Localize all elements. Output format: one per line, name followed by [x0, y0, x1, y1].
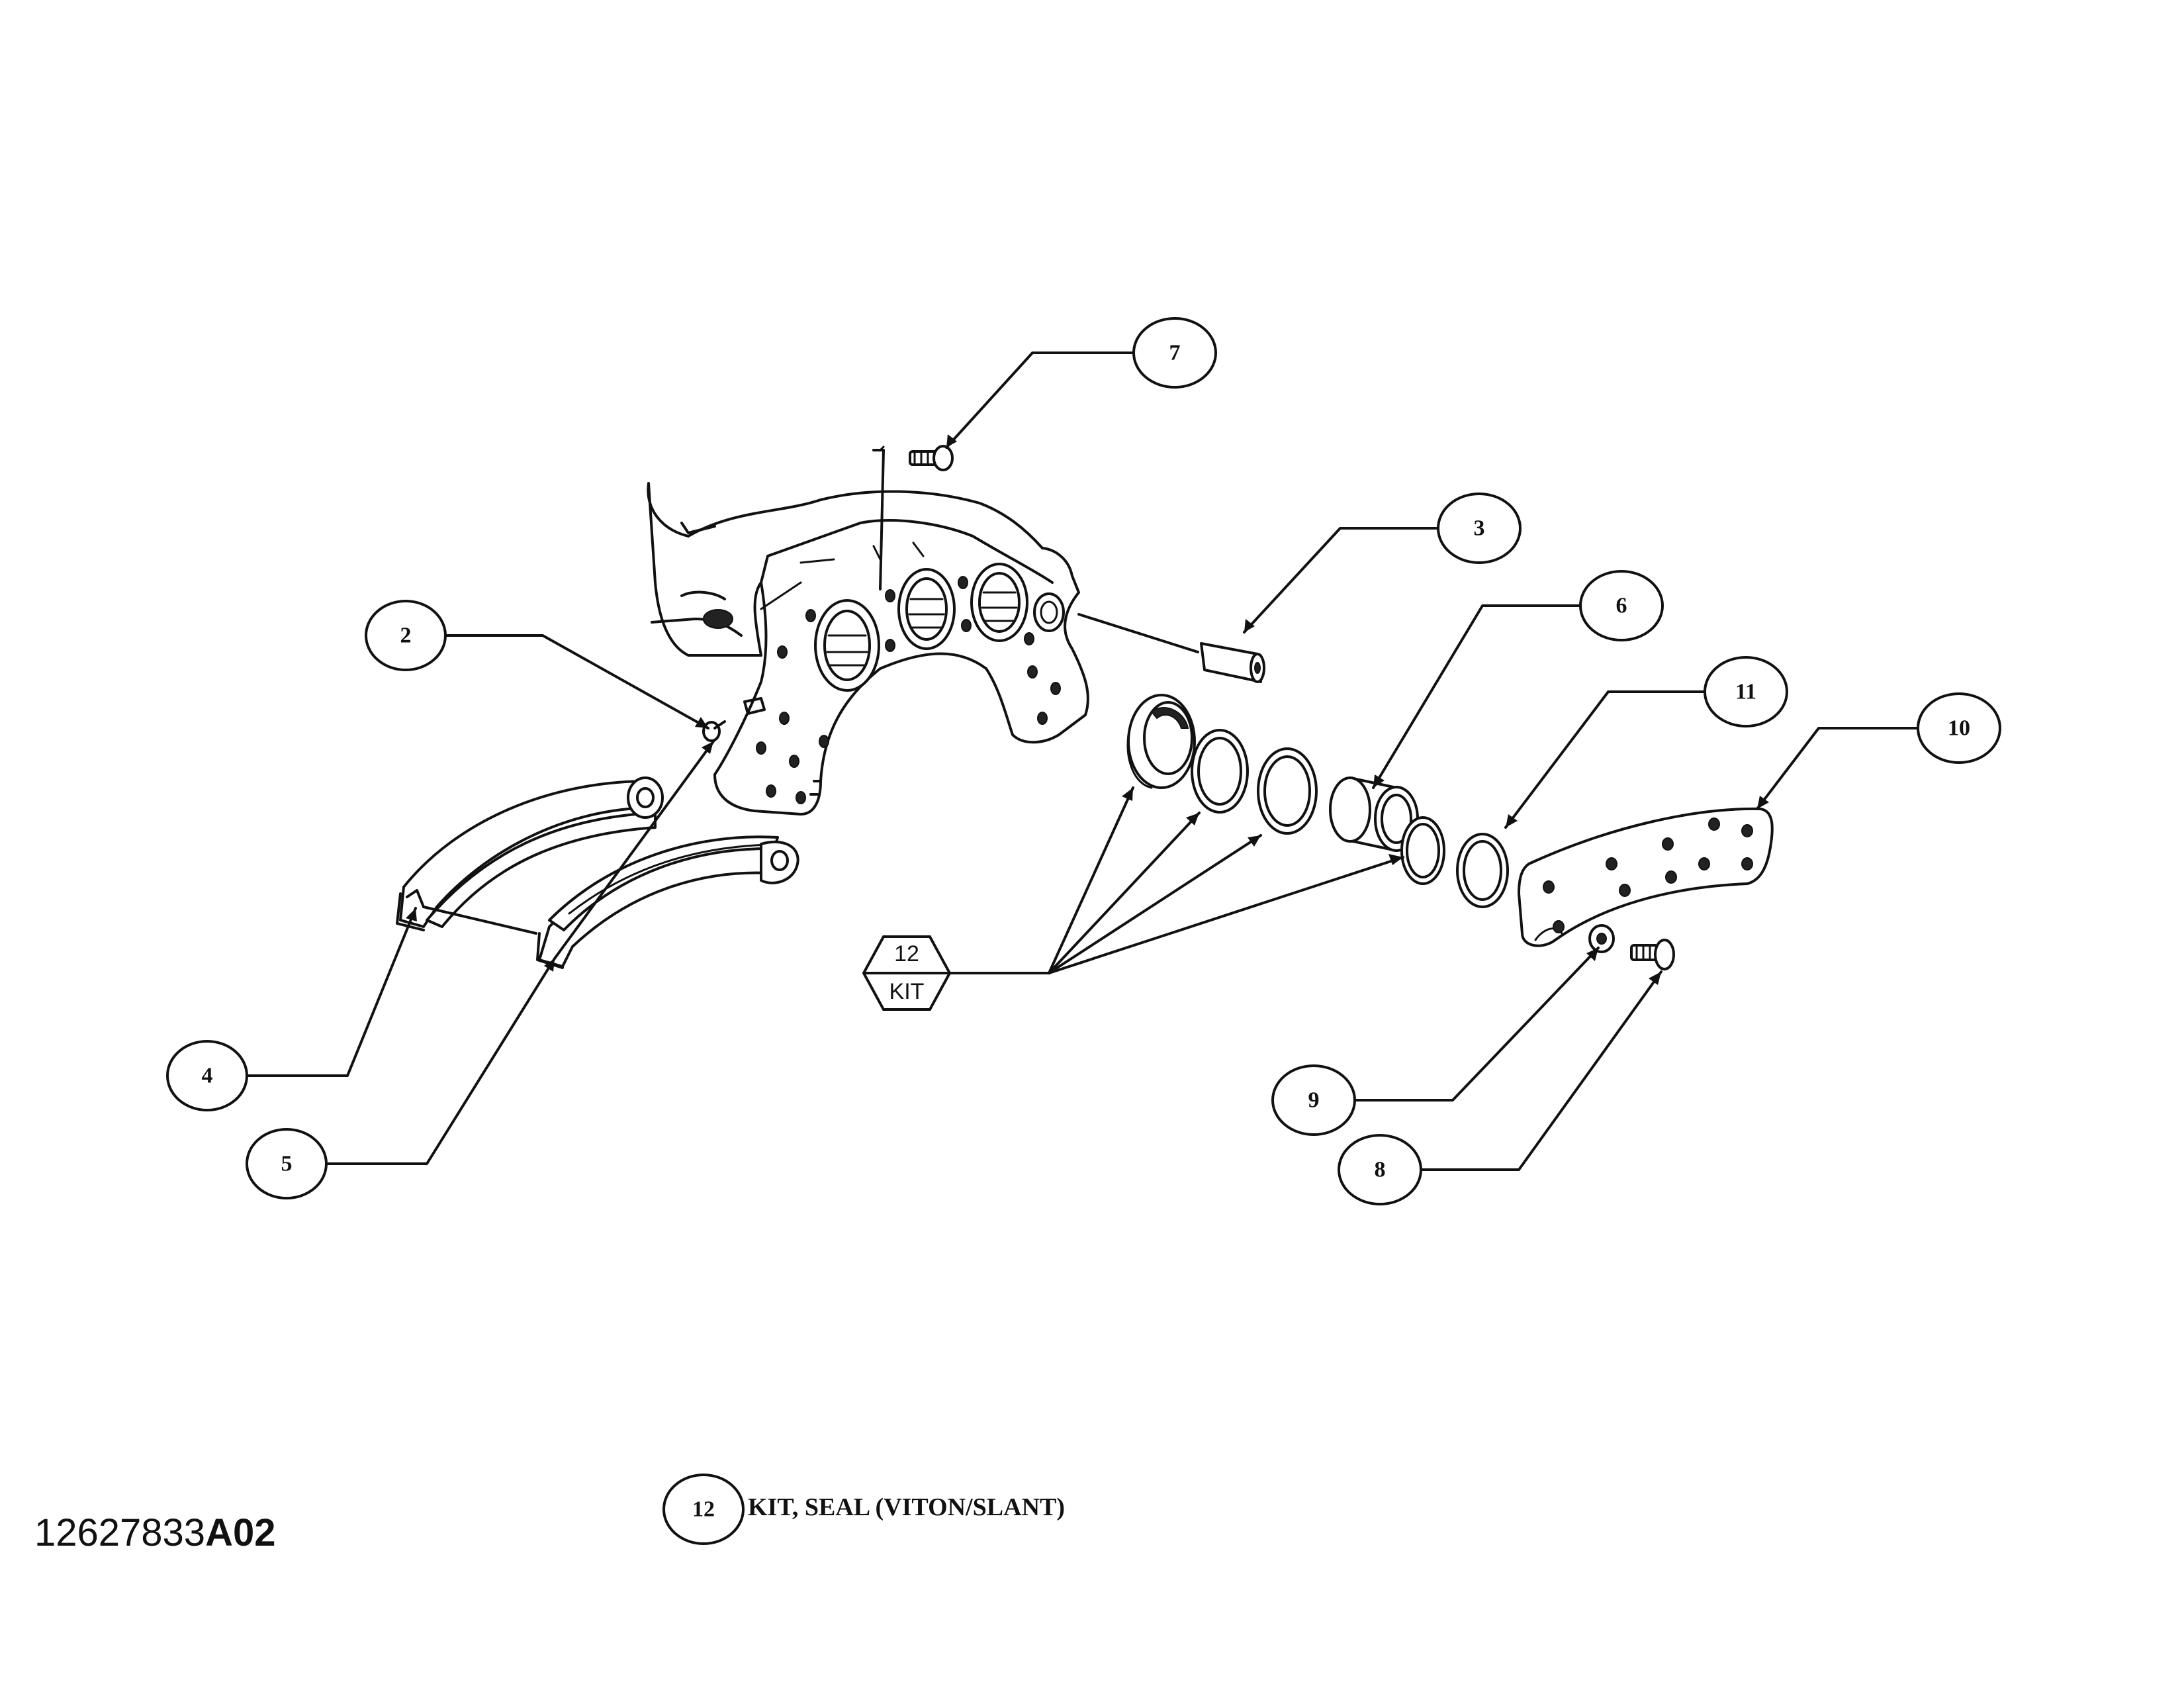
part-seal-ring-c	[1400, 816, 1445, 885]
part-sleeve	[1077, 613, 1265, 683]
svg-text:6: 6	[1616, 594, 1627, 618]
legend-text: KIT, SEAL (VITON/SLANT)	[748, 1493, 1065, 1521]
part-washer	[1588, 924, 1615, 953]
part-piston	[1329, 776, 1419, 852]
legend: 12 KIT, SEAL (VITON/SLANT)	[662, 1474, 1065, 1545]
part-seal-ring-a	[1191, 729, 1249, 814]
kit-callout-hexagon: 12 KIT	[862, 935, 952, 1011]
callout-7: 7	[1132, 317, 1217, 389]
leader-lines	[245, 352, 1919, 1171]
part-seal-ring-b	[1257, 747, 1318, 835]
part-bleeder-screw	[872, 445, 954, 590]
drawing-number: 12627833A02	[34, 1511, 275, 1555]
part-outer-lining	[536, 835, 799, 969]
part-bolt	[1630, 939, 1675, 970]
svg-text:8: 8	[1375, 1158, 1386, 1182]
caliper-housing	[647, 482, 1089, 816]
svg-text:12: 12	[894, 941, 919, 966]
svg-text:3: 3	[1474, 516, 1485, 541]
bolt-holes	[756, 576, 1061, 804]
callout-11: 11	[1704, 656, 1788, 727]
legend-number: 12	[692, 1497, 715, 1522]
svg-text:5: 5	[281, 1152, 293, 1176]
part-small-pin	[702, 720, 726, 742]
callout-2: 2	[365, 600, 447, 671]
drawing-number-suffix: A02	[205, 1511, 276, 1554]
callout-10: 10	[1917, 692, 2001, 764]
lining-guide-line	[422, 906, 537, 935]
callout-5: 5	[246, 1128, 328, 1199]
svg-text:7: 7	[1169, 341, 1181, 365]
svg-text:9: 9	[1308, 1088, 1320, 1113]
svg-text:KIT: KIT	[889, 979, 925, 1004]
legend-bubble	[662, 1474, 745, 1545]
callout-6: 6	[1579, 570, 1664, 641]
callout-9: 9	[1271, 1064, 1356, 1136]
part-o-ring	[1456, 833, 1509, 908]
callout-3: 3	[1437, 492, 1522, 564]
part-backing-plate	[1518, 807, 1774, 947]
part-dust-boot	[1126, 694, 1196, 789]
svg-text:2: 2	[400, 624, 412, 648]
svg-text:11: 11	[1735, 680, 1756, 704]
callout-4: 4	[166, 1040, 248, 1111]
callout-8: 8	[1338, 1134, 1422, 1205]
drawing-number-prefix: 12627833	[34, 1511, 206, 1554]
svg-text:4: 4	[202, 1064, 213, 1088]
svg-text:10: 10	[1948, 716, 1970, 741]
cylinder-bores	[814, 563, 1028, 692]
